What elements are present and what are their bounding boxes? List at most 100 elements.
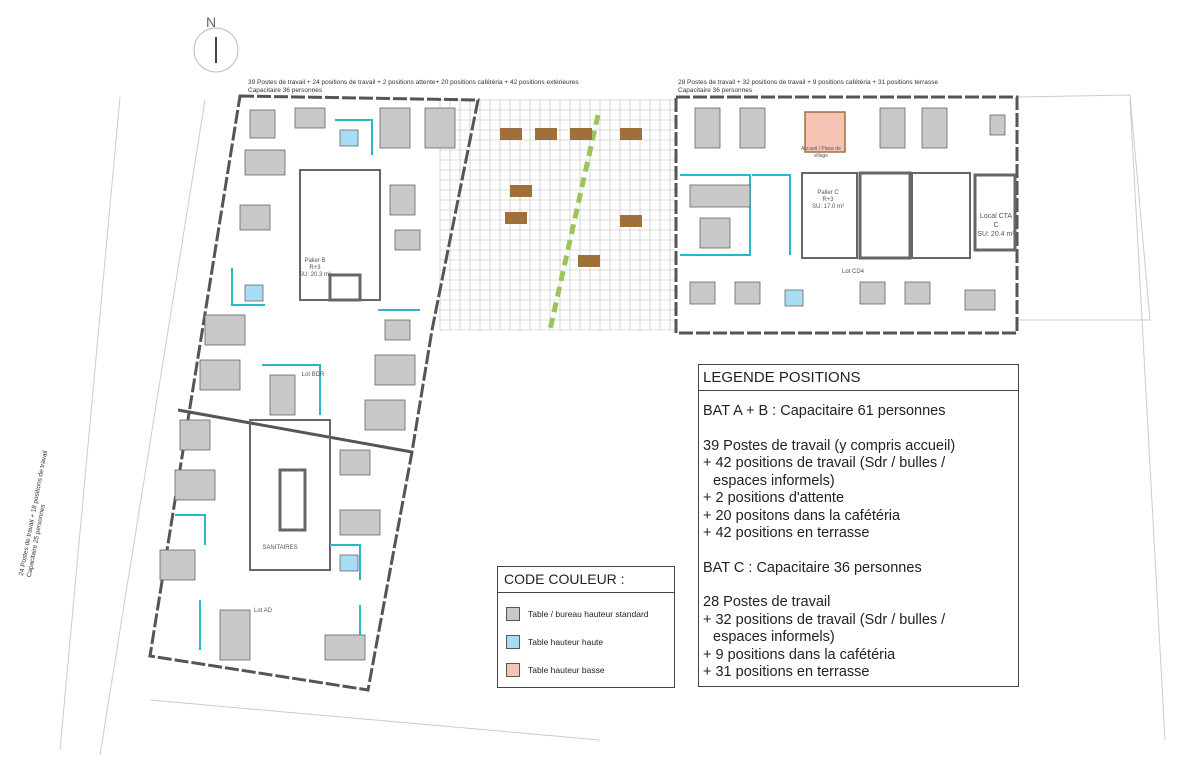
high-table — [244, 284, 264, 302]
desk — [734, 281, 761, 305]
desk — [244, 149, 286, 176]
room-name: Palier C — [817, 190, 839, 196]
code-couleur-title: CODE COULEUR : — [498, 567, 674, 593]
room-lot-cd4: Lot CD4 — [841, 269, 864, 275]
legend-line: BAT C : Capacitaire 36 personnes — [703, 559, 922, 576]
desk — [964, 289, 996, 311]
desk — [921, 107, 948, 149]
desk — [179, 419, 211, 451]
room-palier-b: Palier B R+3 SU: 20.3 m² — [295, 258, 335, 279]
north-label: N — [206, 14, 217, 30]
desk — [389, 184, 416, 216]
legend-line: espaces informels) — [713, 629, 835, 645]
legend-line: 39 Postes de travail (y compris accueil) — [703, 437, 956, 454]
reception-area — [804, 111, 846, 153]
desk — [384, 319, 411, 341]
legend-line: + 20 positons dans la cafétéria — [703, 507, 901, 524]
legend-title: LEGENDE POSITIONS — [699, 365, 1018, 391]
cafe-table — [510, 185, 532, 197]
room-lot-bdr: Lot BDR — [301, 372, 325, 378]
high-table — [339, 554, 359, 572]
room-local-cta: Local CTA C SU: 20.4 m² — [976, 212, 1016, 239]
desk — [324, 634, 366, 661]
legend-item-label: Table hauteur haute — [528, 637, 604, 647]
desk — [379, 107, 411, 149]
legend-line: 28 Postes de travail — [703, 594, 831, 610]
legend-line: + 2 positions d'attente — [703, 490, 845, 506]
cafe-table — [535, 128, 557, 140]
capacity-text: Capacitaire 36 personnes — [248, 87, 323, 94]
desk — [239, 204, 271, 231]
room-level: R+3 — [822, 197, 834, 203]
swatch-blue — [506, 635, 520, 649]
swatch-pink — [506, 663, 520, 677]
desk — [394, 229, 421, 251]
desk — [374, 354, 416, 386]
room-area: SU: 20.4 m² — [977, 231, 1015, 238]
terrace-grid — [439, 99, 676, 331]
legend-line: + 32 positions de travail (Sdr / bulles … — [703, 611, 946, 628]
desk — [739, 107, 766, 149]
cafe-table — [505, 212, 527, 224]
code-couleur-legend: CODE COULEUR : Table / bureau hauteur st… — [497, 566, 675, 688]
room-lot-ad: Lot AD — [253, 608, 272, 614]
building-c-outline — [674, 95, 1019, 335]
desk — [249, 109, 276, 139]
desk — [294, 107, 326, 129]
room-area: SU: 20.3 m² — [298, 272, 331, 278]
desk — [689, 184, 751, 208]
room-sanitaires: SANITAIRES — [262, 545, 298, 551]
room-name: Palier B — [304, 258, 326, 264]
desk — [339, 449, 371, 476]
legend-line: BAT A + B : Capacitaire 61 personnes — [703, 403, 946, 419]
desk — [689, 281, 716, 305]
room-letter: C — [993, 222, 999, 229]
legend-item-label: Table / bureau hauteur standard — [528, 609, 649, 619]
desk — [989, 114, 1006, 136]
desk — [879, 107, 906, 149]
room-name: Local CTA — [979, 213, 1013, 220]
legend-line: espaces informels) — [713, 472, 835, 489]
desk — [219, 609, 251, 661]
cafe-table — [578, 255, 600, 267]
desk — [364, 399, 406, 431]
legend-line: + 9 positions dans la cafétéria — [703, 646, 896, 663]
building-c-summary: 28 Postes de travail + 32 positions de t… — [678, 79, 938, 95]
high-table — [339, 129, 359, 147]
desk — [859, 281, 886, 305]
legend-line: + 42 positions en terrasse — [703, 525, 870, 541]
legend-positions: LEGENDE POSITIONS BAT A + B : Capacitair… — [698, 364, 1019, 687]
summary-text: 28 Postes de travail + 32 positions de t… — [678, 79, 938, 86]
room-level: R+3 — [309, 265, 321, 271]
building-ab-summary: 39 Postes de travail + 24 positions de t… — [248, 79, 579, 95]
capacity-text: Capacitaire 36 personnes — [678, 87, 753, 94]
legend-item-label: Table hauteur basse — [528, 665, 605, 675]
swatch-gray — [506, 607, 520, 621]
cafe-table — [620, 215, 642, 227]
cafe-table — [500, 128, 522, 140]
legend-line: + 31 positions en terrasse — [703, 664, 870, 680]
planter-row — [547, 114, 601, 331]
room-area: SU: 17.0 m² — [811, 204, 844, 210]
north-arrow-icon — [193, 27, 239, 73]
desk — [204, 314, 246, 346]
desk — [174, 469, 216, 501]
desk — [424, 107, 456, 149]
high-table — [784, 289, 804, 307]
room-palier-c: Palier C R+3 SU: 17.0 m² — [808, 190, 848, 211]
legend-item-basse: Table hauteur basse — [506, 663, 674, 677]
desk — [199, 359, 241, 391]
cafe-table — [620, 128, 642, 140]
desk — [269, 374, 296, 416]
summary-text: 39 Postes de travail + 24 positions de t… — [248, 79, 579, 86]
desk — [694, 107, 721, 149]
room-accueil: Accueil / Place de village — [801, 146, 841, 159]
cafe-table — [570, 128, 592, 140]
desk — [339, 509, 381, 536]
legend-item-standard: Table / bureau hauteur standard — [506, 607, 674, 621]
desk — [699, 217, 731, 249]
desk — [904, 281, 931, 305]
legend-item-haute: Table hauteur haute — [506, 635, 674, 649]
legend-line: + 42 positions de travail (Sdr / bulles … — [703, 455, 946, 471]
